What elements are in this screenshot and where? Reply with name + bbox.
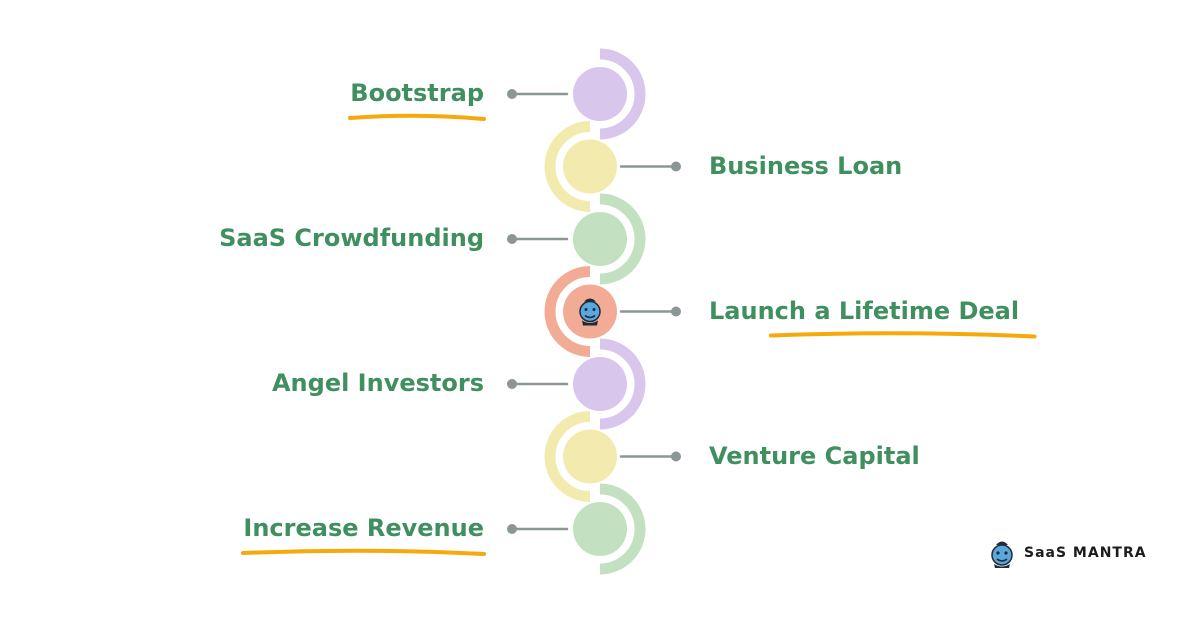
connector-dot bbox=[507, 234, 517, 244]
step-arc bbox=[544, 411, 591, 502]
step-label-5: Angel Investors bbox=[271, 369, 484, 397]
step-circle bbox=[563, 139, 617, 194]
step-label-1: Bootstrap bbox=[350, 79, 484, 107]
connector-dot bbox=[671, 161, 681, 172]
step-node-7 bbox=[507, 483, 646, 575]
step-arc bbox=[599, 483, 646, 575]
step-arc bbox=[599, 338, 646, 430]
label-underline bbox=[241, 548, 486, 556]
step-label-6: Venture Capital bbox=[709, 441, 920, 470]
step-label-3: SaaS Crowdfunding bbox=[219, 224, 484, 252]
connector-dot bbox=[671, 451, 681, 462]
step-circle bbox=[573, 357, 627, 411]
connector-dot bbox=[507, 89, 517, 99]
step-arc bbox=[544, 121, 591, 212]
step-circle bbox=[573, 502, 627, 556]
genie-mascot-icon bbox=[991, 541, 1013, 568]
connector-dot bbox=[507, 524, 517, 534]
step-node-5 bbox=[507, 338, 646, 430]
step-node-1 bbox=[507, 48, 646, 140]
connector-dot bbox=[507, 379, 517, 389]
step-node-3 bbox=[507, 193, 646, 285]
step-node-6 bbox=[544, 411, 681, 502]
label-underline bbox=[348, 113, 486, 121]
step-node-4 bbox=[544, 266, 681, 357]
step-circle bbox=[563, 429, 617, 484]
brand-logo: SaaS MANTRA bbox=[988, 538, 1147, 568]
step-node-2 bbox=[544, 121, 681, 212]
genie-mascot-icon bbox=[579, 298, 601, 326]
step-circle bbox=[573, 67, 627, 121]
step-arc bbox=[599, 193, 646, 285]
connector-dot bbox=[671, 306, 681, 317]
step-label-7: Increase Revenue bbox=[243, 514, 484, 542]
step-arc bbox=[599, 48, 646, 140]
step-label-2: Business Loan bbox=[709, 151, 903, 180]
step-label-4: Launch a Lifetime Deal bbox=[709, 296, 1020, 325]
brand-name: SaaS MANTRA bbox=[1024, 545, 1147, 561]
label-underline bbox=[769, 331, 1037, 339]
step-arc bbox=[544, 266, 591, 357]
step-circle bbox=[573, 212, 627, 266]
